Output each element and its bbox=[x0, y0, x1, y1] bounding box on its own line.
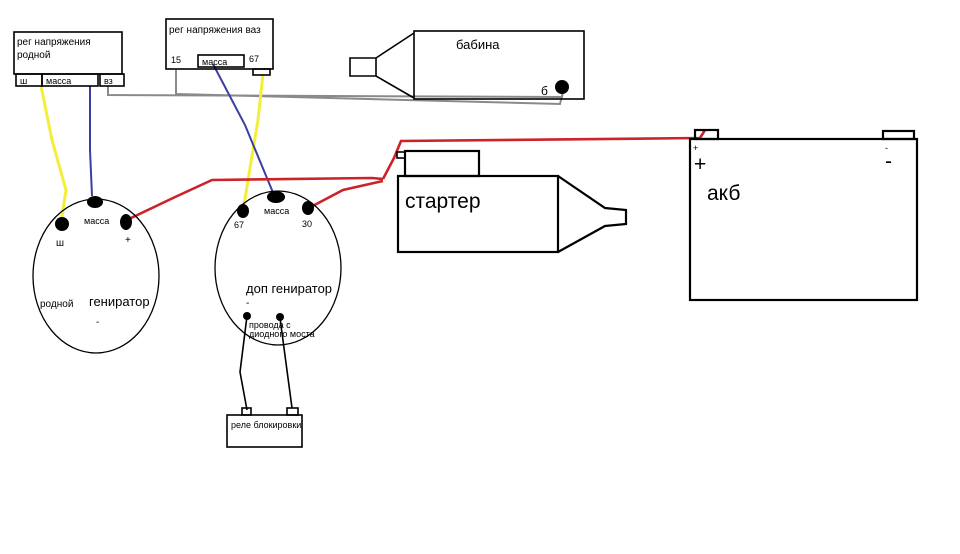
reg-vaz-terminal-67[interactable] bbox=[252, 68, 271, 76]
black-wire-relay-left bbox=[239, 315, 248, 411]
starter-solenoid bbox=[403, 149, 481, 178]
relay-terminal-right[interactable] bbox=[286, 407, 299, 416]
generator-native: ш масса + родной гениратор - bbox=[32, 196, 160, 354]
starter-nose bbox=[557, 175, 628, 253]
battery-plus-big: + bbox=[694, 153, 706, 176]
reg-native-terminal-massa-label: масса bbox=[46, 76, 71, 86]
battery: + + - - акб bbox=[688, 128, 919, 302]
generator-native-rodnoy-label: родной bbox=[40, 299, 73, 310]
blue-wire-vaz-massa bbox=[212, 63, 275, 196]
generator-native-sh-label: ш bbox=[56, 238, 64, 249]
yellow-wire-67 bbox=[241, 73, 265, 213]
generator-extra-terminal-30[interactable] bbox=[302, 201, 314, 215]
relay: реле блокировки bbox=[226, 407, 303, 448]
reg-native-terminal-vz[interactable] bbox=[99, 73, 125, 87]
battery-minus-small: - bbox=[885, 143, 888, 153]
generator-extra-diode-terminal-1[interactable] bbox=[243, 312, 251, 320]
generator-native-massa-label: масса bbox=[84, 216, 109, 226]
generator-extra-wires-label-2: диодного моста bbox=[249, 329, 315, 339]
generator-extra: 67 масса 30 доп гениратор - провода с ди… bbox=[214, 190, 342, 346]
generator-extra-minus-label: - bbox=[246, 298, 249, 309]
coil-terminal-b[interactable] bbox=[555, 80, 569, 94]
reg-vaz-body bbox=[165, 18, 274, 70]
generator-native-plus-label: + bbox=[125, 235, 131, 246]
generator-extra-30-label: 30 bbox=[302, 219, 312, 229]
coil-nose bbox=[349, 32, 415, 99]
generator-extra-body bbox=[214, 190, 342, 346]
generator-extra-massa-label: масса bbox=[264, 206, 289, 216]
starter-body bbox=[396, 174, 560, 254]
battery-title: акб bbox=[707, 182, 740, 205]
reg-vaz-terminal-massa-label: масса bbox=[202, 57, 227, 67]
relay-title: реле блокировки bbox=[231, 420, 301, 430]
generator-extra-wires-label-1: провода с bbox=[249, 320, 291, 330]
generator-native-terminal-plus[interactable] bbox=[120, 214, 132, 230]
wires bbox=[39, 63, 707, 411]
starter-terminal[interactable] bbox=[396, 151, 406, 159]
generator-native-terminal-sh[interactable] bbox=[55, 217, 69, 231]
reg-vaz-title: рег напряжения ваз bbox=[169, 25, 261, 36]
reg-native-terminal-massa[interactable] bbox=[41, 73, 99, 87]
reg-vaz: рег напряжения ваз 15 масса 67 bbox=[165, 18, 274, 76]
blue-wire-native-massa bbox=[89, 86, 93, 197]
generator-native-minus-label: - bbox=[96, 317, 99, 328]
reg-vaz-terminal-67-label: 67 bbox=[249, 54, 259, 64]
reg-native-title-2: родной bbox=[17, 50, 50, 61]
reg-native-terminal-sh-label: ш bbox=[20, 76, 27, 86]
gray-wire-15-to-coil bbox=[175, 70, 565, 106]
generator-native-title: гениратор bbox=[89, 294, 150, 309]
coil: бабина б bbox=[349, 30, 585, 100]
red-wire-battery-to-starter bbox=[381, 129, 707, 180]
generator-extra-67-label: 67 bbox=[234, 220, 244, 230]
red-wire-gen-extra-30 bbox=[306, 179, 384, 211]
coil-title: бабина bbox=[456, 37, 500, 52]
battery-plus-small: + bbox=[693, 143, 698, 153]
yellow-wire-sh bbox=[39, 85, 68, 224]
battery-terminal-plus[interactable] bbox=[693, 128, 720, 141]
battery-terminal-minus[interactable] bbox=[881, 129, 916, 141]
relay-body bbox=[226, 414, 303, 448]
generator-extra-diode-terminal-2[interactable] bbox=[276, 313, 284, 321]
generator-extra-terminal-67[interactable] bbox=[237, 204, 249, 218]
generator-native-terminal-massa[interactable] bbox=[87, 196, 103, 208]
reg-native-title-1: рег напряжения bbox=[17, 37, 91, 48]
red-wire-gen-native-plus bbox=[126, 176, 384, 222]
reg-vaz-terminal-massa[interactable] bbox=[197, 54, 245, 68]
reg-vaz-terminal-15-label: 15 bbox=[171, 55, 181, 65]
battery-minus-big: - bbox=[885, 150, 892, 173]
reg-native-terminal-vz-label: вз bbox=[104, 76, 113, 86]
coil-terminal-b-label: б bbox=[541, 84, 548, 98]
generator-extra-terminal-massa[interactable] bbox=[267, 191, 285, 203]
reg-native: рег напряжения родной ш масса вз bbox=[13, 31, 125, 87]
starter: стартер bbox=[396, 149, 628, 254]
generator-extra-title: доп гениратор bbox=[246, 281, 332, 296]
starter-title: стартер bbox=[405, 190, 481, 213]
black-wire-relay-right bbox=[279, 317, 293, 409]
relay-terminal-left[interactable] bbox=[241, 407, 252, 416]
battery-body bbox=[688, 137, 919, 302]
coil-body bbox=[413, 30, 585, 100]
